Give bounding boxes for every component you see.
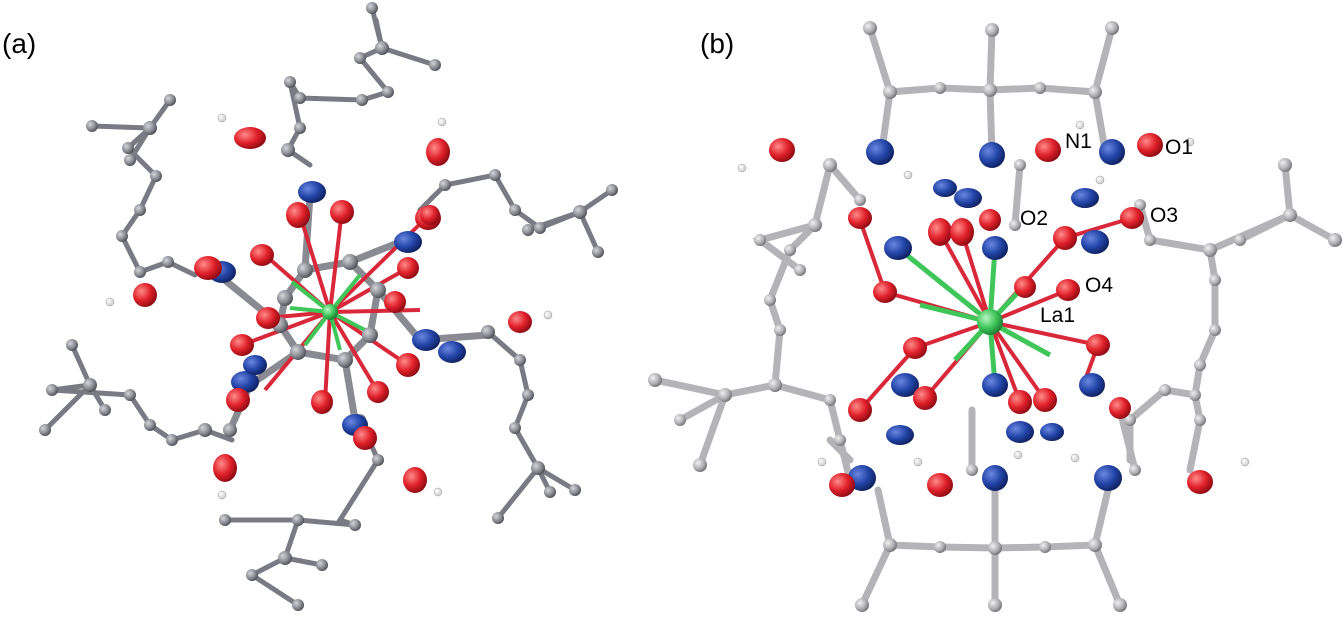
panel-a-structure: [39, 2, 618, 611]
panel-b-carbon-atoms: [648, 21, 1342, 612]
panel-b-label: (b): [700, 28, 735, 59]
panel-a-hydrogen-atoms: [105, 113, 553, 500]
atom-label-o2: O2: [1020, 207, 1048, 230]
atom-label-o3: O3: [1150, 204, 1178, 227]
panel-b-structure: N1 O1 O2 O3 O4 La1: [648, 21, 1342, 612]
panel-a-label: (a): [2, 28, 37, 59]
panel-b-nitrogen-atoms: [848, 139, 1125, 491]
panel-b-oxygen-atoms: [769, 133, 1213, 497]
atom-label-o4: O4: [1085, 274, 1113, 297]
panel-a-carbon-atoms: [39, 2, 618, 611]
atom-label-n1: N1: [1065, 130, 1092, 153]
panel-b-frame-bonds: [651, 24, 1339, 609]
atom-label-la1: La1: [1040, 304, 1075, 327]
panel-b-hydrogen-atoms: [737, 120, 1250, 467]
panel-a-la-atom: [322, 304, 338, 320]
atom-label-o1: O1: [1165, 136, 1193, 159]
panel-b-la-atom: [977, 309, 1003, 335]
panel-a-oxygen-atoms: [133, 127, 532, 493]
